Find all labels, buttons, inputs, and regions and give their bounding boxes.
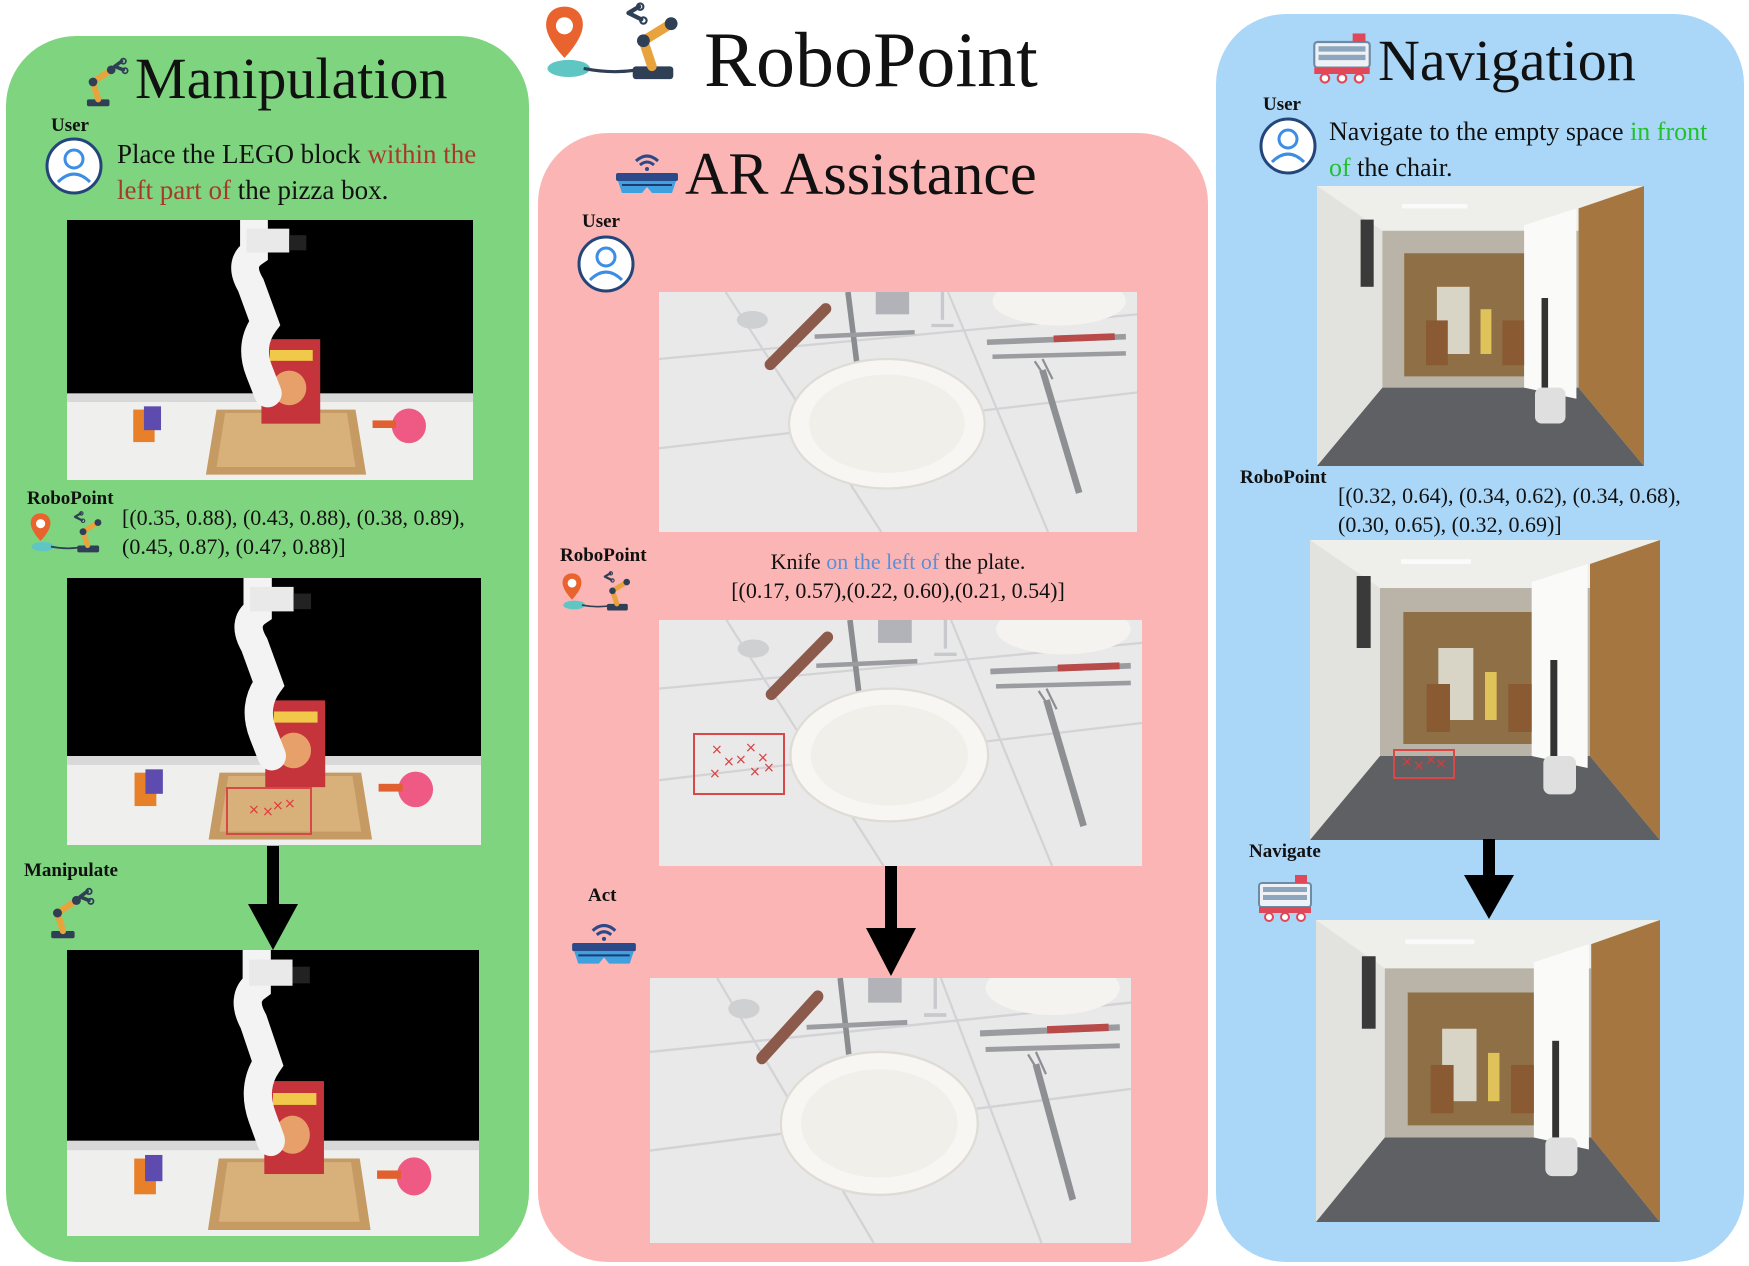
point-mark: × — [763, 760, 775, 776]
point-mark: × — [757, 750, 769, 766]
down-arrow-icon — [866, 866, 916, 976]
robopoint-logo-icon — [560, 570, 642, 616]
manipulation-instruction: Place the LEGO block within the left par… — [117, 136, 507, 208]
down-arrow-icon — [248, 846, 298, 950]
manipulation-scene-result — [67, 950, 479, 1236]
instruction-text-end: the pizza box. — [230, 175, 389, 205]
coords-line-2: (0.30, 0.65), (0.32, 0.69)] — [1338, 512, 1562, 537]
point-mark: × — [711, 742, 723, 758]
navigation-instruction: Navigate to the empty space in front of … — [1329, 114, 1729, 186]
point-mark: × — [735, 752, 747, 768]
predicted-points-box: × × × × × × × × — [693, 733, 785, 795]
ar-query: Knife on the left of the plate. [(0.17, … — [698, 547, 1098, 605]
predicted-points-box: × × × × — [1393, 749, 1455, 779]
mobile-robot-action-icon — [1255, 872, 1315, 924]
ar-query-text-end: the plate. — [939, 549, 1026, 574]
page-title: RoboPoint — [704, 16, 1038, 103]
manipulation-robopoint-label: RoboPoint — [27, 488, 114, 509]
point-mark: × — [745, 740, 757, 756]
robot-arm-icon — [80, 56, 132, 108]
user-avatar-icon — [1258, 116, 1318, 176]
navigation-coords: [(0.32, 0.64), (0.34, 0.62), (0.34, 0.68… — [1338, 481, 1681, 539]
coords-line-2: (0.45, 0.87), (0.47, 0.88)] — [122, 534, 346, 559]
point-mark: × — [272, 798, 284, 814]
point-mark: × — [1435, 756, 1447, 772]
coords-line-1: [(0.32, 0.64), (0.34, 0.62), (0.34, 0.68… — [1338, 483, 1681, 508]
point-mark: × — [248, 802, 260, 818]
navigation-scene-predicted — [1310, 540, 1660, 840]
ar-query-text: Knife — [770, 549, 827, 574]
navigation-user-label: User — [1263, 94, 1301, 115]
point-mark: × — [284, 796, 296, 812]
down-arrow-icon — [1464, 839, 1514, 919]
predicted-points-box: × × × × — [226, 787, 312, 835]
robot-arm-action-icon — [44, 886, 98, 940]
navigation-scene-result — [1316, 920, 1660, 1222]
point-mark: × — [723, 754, 735, 770]
point-mark: × — [709, 766, 721, 782]
instruction-highlight: in front of — [1329, 117, 1708, 182]
ar-user-label: User — [582, 211, 620, 232]
ar-glasses-icon — [612, 147, 682, 197]
ar-coords: [(0.17, 0.57),(0.22, 0.60),(0.21, 0.54)] — [731, 578, 1065, 603]
user-avatar-icon — [44, 136, 104, 196]
ar-glasses-action-icon — [568, 916, 640, 968]
header-logo-icon — [541, 2, 701, 88]
navigation-robopoint-label: RoboPoint — [1240, 467, 1327, 488]
manipulation-scene-initial — [67, 220, 473, 480]
ar-title: AR Assistance — [685, 141, 1037, 207]
mobile-robot-icon — [1310, 30, 1374, 86]
instruction-text-end: the chair. — [1350, 153, 1453, 182]
instruction-text: Place the LEGO block — [117, 139, 368, 169]
navigation-action-label: Navigate — [1249, 841, 1321, 862]
manipulation-user-label: User — [51, 115, 89, 136]
ar-scene-initial — [659, 292, 1137, 532]
point-mark: × — [749, 764, 761, 780]
navigation-scene-initial — [1317, 186, 1644, 466]
ar-robopoint-label: RoboPoint — [560, 545, 647, 566]
user-avatar-icon — [576, 234, 636, 294]
navigation-title: Navigation — [1378, 28, 1636, 93]
robopoint-logo-icon — [28, 510, 114, 558]
point-mark: × — [262, 804, 274, 820]
ar-query-line: Knife on the left of the plate. — [698, 547, 1098, 576]
ar-action-label: Act — [588, 885, 617, 906]
ar-query-highlight: on the left of — [826, 549, 940, 574]
instruction-highlight: within the left part of — [117, 139, 477, 205]
instruction-text: Navigate to the empty space — [1329, 117, 1631, 146]
ar-scene-result — [650, 978, 1131, 1243]
point-mark: × — [1413, 758, 1425, 774]
manipulation-action-label: Manipulate — [24, 860, 118, 881]
manipulation-title: Manipulation — [135, 46, 448, 111]
point-mark: × — [1401, 754, 1413, 770]
coords-line-1: [(0.35, 0.88), (0.43, 0.88), (0.38, 0.89… — [122, 505, 465, 530]
point-mark: × — [1425, 752, 1437, 768]
manipulation-coords: [(0.35, 0.88), (0.43, 0.88), (0.38, 0.89… — [122, 503, 465, 561]
